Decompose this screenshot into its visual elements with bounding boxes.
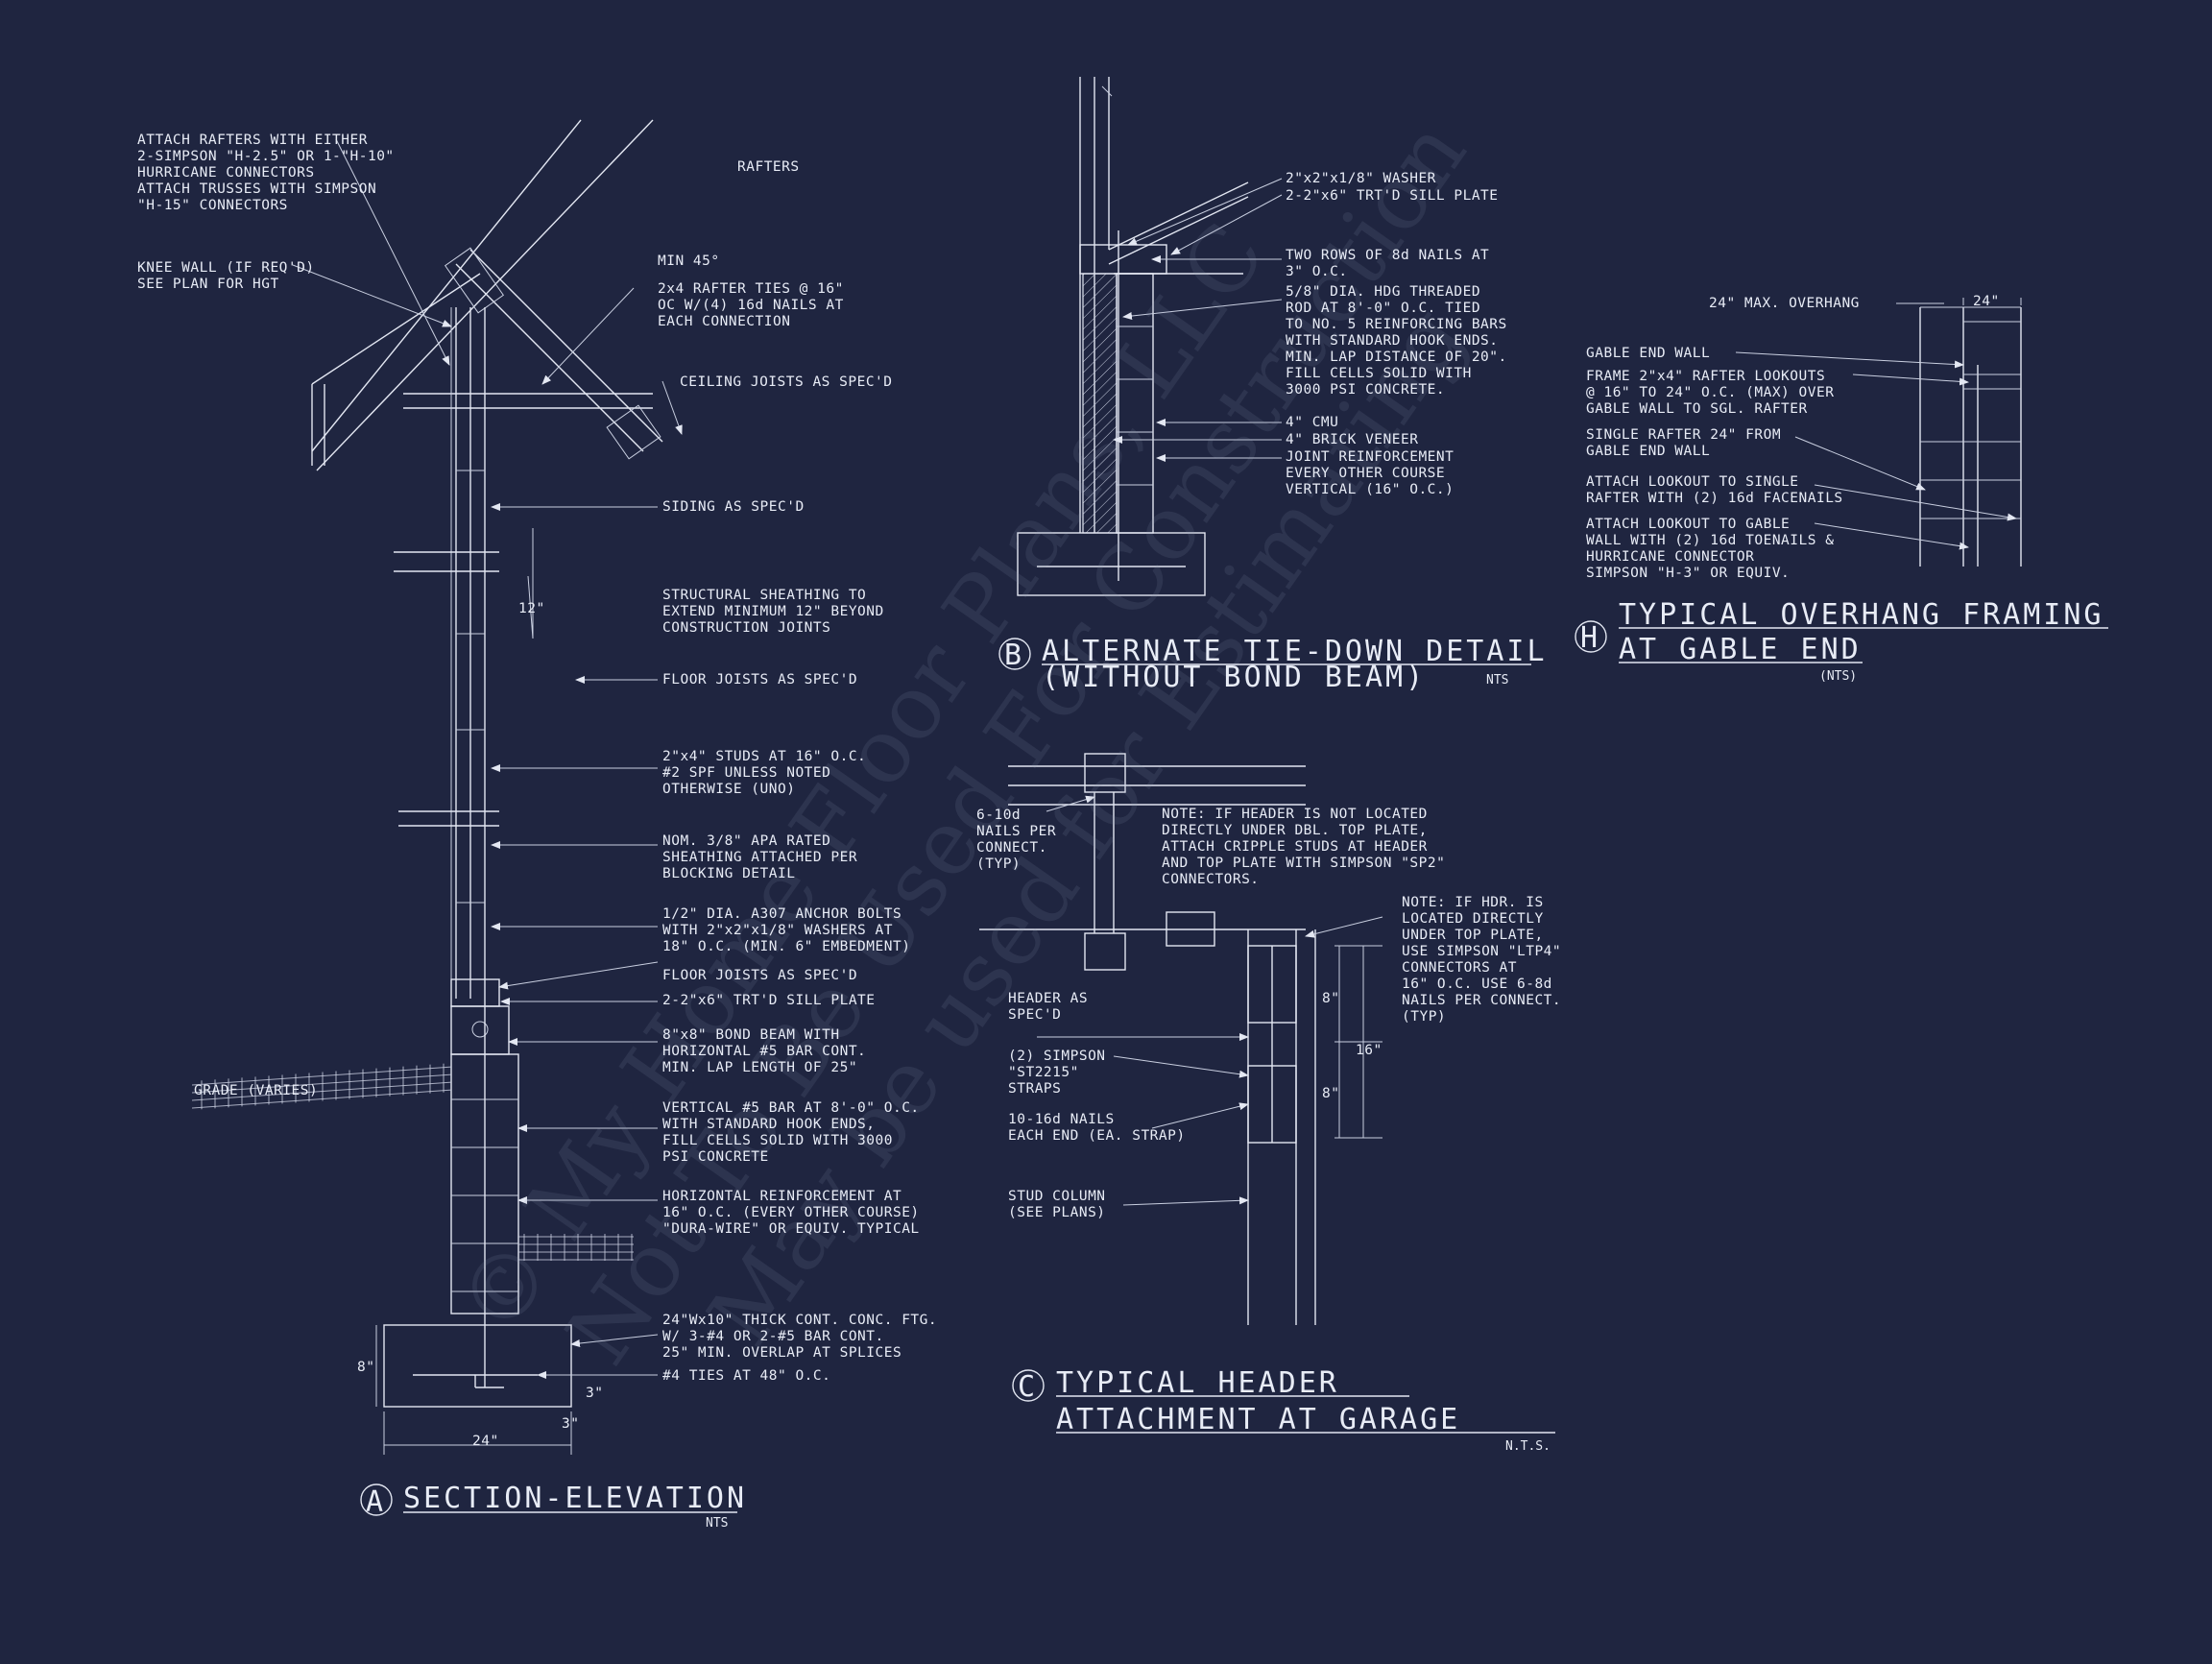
scale-h: (NTS) <box>1819 669 1857 684</box>
detail-h-drawing <box>1919 298 2022 567</box>
note-detailC-simpson: (2) SIMPSON"ST2215"STRAPS <box>1008 1049 1106 1097</box>
bubble-b: B <box>1004 639 1024 672</box>
bubble-c: C <box>1018 1370 1038 1404</box>
title-header-sub: ATTACHMENT AT GARAGE <box>1056 1403 1460 1436</box>
title-a: A SECTION-ELEVATION NTS <box>360 1482 747 1531</box>
note-detailC-stud: STUD COLUMN(SEE PLANS) <box>1008 1189 1106 1220</box>
note-detailH-max: 24" MAX. OVERHANG <box>1709 296 1860 311</box>
note-detailB-cmu: 4" CMU <box>1286 415 1338 430</box>
title-header: TYPICAL HEADER <box>1056 1366 1339 1400</box>
detail-a-drawing <box>192 119 663 1455</box>
title-h: H TYPICAL OVERHANG FRAMING AT GABLE END … <box>1575 598 2108 684</box>
note-detailA-studs: 2"x4" STUDS AT 16" O.C.#2 SPF UNLESS NOT… <box>662 749 866 797</box>
title-section-elevation: SECTION-ELEVATION <box>403 1482 747 1515</box>
detail-b-leaders <box>1113 178 1283 462</box>
title-tie-down: ALTERNATE TIE-DOWN DETAIL <box>1042 635 1548 668</box>
note-detailH-gable: GABLE END WALL <box>1586 346 1710 361</box>
note-detailA-dim24: 24" <box>472 1434 499 1449</box>
note-detailC-dim8a: 8" <box>1322 991 1339 1006</box>
note-detailA-siding: SIDING AS SPEC'D <box>662 499 805 515</box>
note-detailA-ties: #4 TIES AT 48" O.C. <box>662 1368 830 1384</box>
note-detailA-footing: 24"Wx10" THICK CONT. CONC. FTG.W/ 3-#4 O… <box>662 1313 937 1361</box>
note-detailA-dim12: 12" <box>518 601 545 616</box>
title-overhang-sub: AT GABLE END <box>1619 633 1862 666</box>
scale-c: N.T.S. <box>1505 1439 1551 1454</box>
scale-a: NTS <box>706 1516 728 1531</box>
note-detailB-washer: 2"x2"x1/8" WASHER <box>1286 171 1436 186</box>
bubble-h: H <box>1580 621 1600 655</box>
note-detailH-dim24: 24" <box>1973 294 2000 309</box>
note-detailA-dim3a: 3" <box>586 1386 603 1401</box>
note-detailC-dim16: 16" <box>1356 1043 1382 1058</box>
note-detailA-sill: 2-2"x6" TRT'D SILL PLATE <box>662 993 876 1008</box>
note-detailC-dim8b: 8" <box>1322 1086 1339 1101</box>
detail-a-leaders <box>292 138 683 1379</box>
title-overhang: TYPICAL OVERHANG FRAMING <box>1619 598 2104 632</box>
note-detailA-knee: KNEE WALL (IF REQ'D)SEE PLAN FOR HGT <box>137 260 315 292</box>
note-detailA-dim8: 8" <box>357 1360 374 1375</box>
scale-b: NTS <box>1486 673 1508 687</box>
bubble-a: A <box>366 1485 386 1519</box>
title-c: C TYPICAL HEADER ATTACHMENT AT GARAGE N.… <box>1012 1366 1555 1454</box>
note-detailB-brick: 4" BRICK VENEER <box>1286 432 1418 447</box>
note-detailA-rafters: RAFTERS <box>737 159 800 175</box>
detail-c-leaders <box>1037 795 1383 1206</box>
detail-h-leaders <box>1735 302 2017 550</box>
note-detailA-grade: GRADE (VARIES) <box>194 1083 318 1098</box>
note-detailB-sill: 2-2"x6" TRT'D SILL PLATE <box>1286 188 1499 204</box>
title-tie-down-sub: (WITHOUT BOND BEAM) <box>1042 661 1426 694</box>
note-detailH-frame: FRAME 2"x4" RAFTER LOOKOUTS@ 16" TO 24" … <box>1586 369 1834 417</box>
note-detailA-floor1: FLOOR JOISTS AS SPEC'D <box>662 672 857 687</box>
note-detailA-vertical: VERTICAL #5 BAR AT 8'-0" O.C.WITH STANDA… <box>662 1100 920 1165</box>
detail-c-drawing <box>979 753 1382 1325</box>
note-detailA-floor2: FLOOR JOISTS AS SPEC'D <box>662 968 857 983</box>
detail-b-drawing <box>1017 77 1249 596</box>
title-b: B ALTERNATE TIE-DOWN DETAIL (WITHOUT BON… <box>998 635 1548 694</box>
note-detailA-rafterTies: 2x4 RAFTER TIES @ 16"OC W/(4) 16d NAILS … <box>658 281 844 329</box>
note-detailA-ceiling: CEILING JOISTS AS SPEC'D <box>680 374 893 390</box>
note-detailA-dim3b: 3" <box>562 1416 579 1432</box>
note-detailA-min45: MIN 45° <box>658 253 720 269</box>
